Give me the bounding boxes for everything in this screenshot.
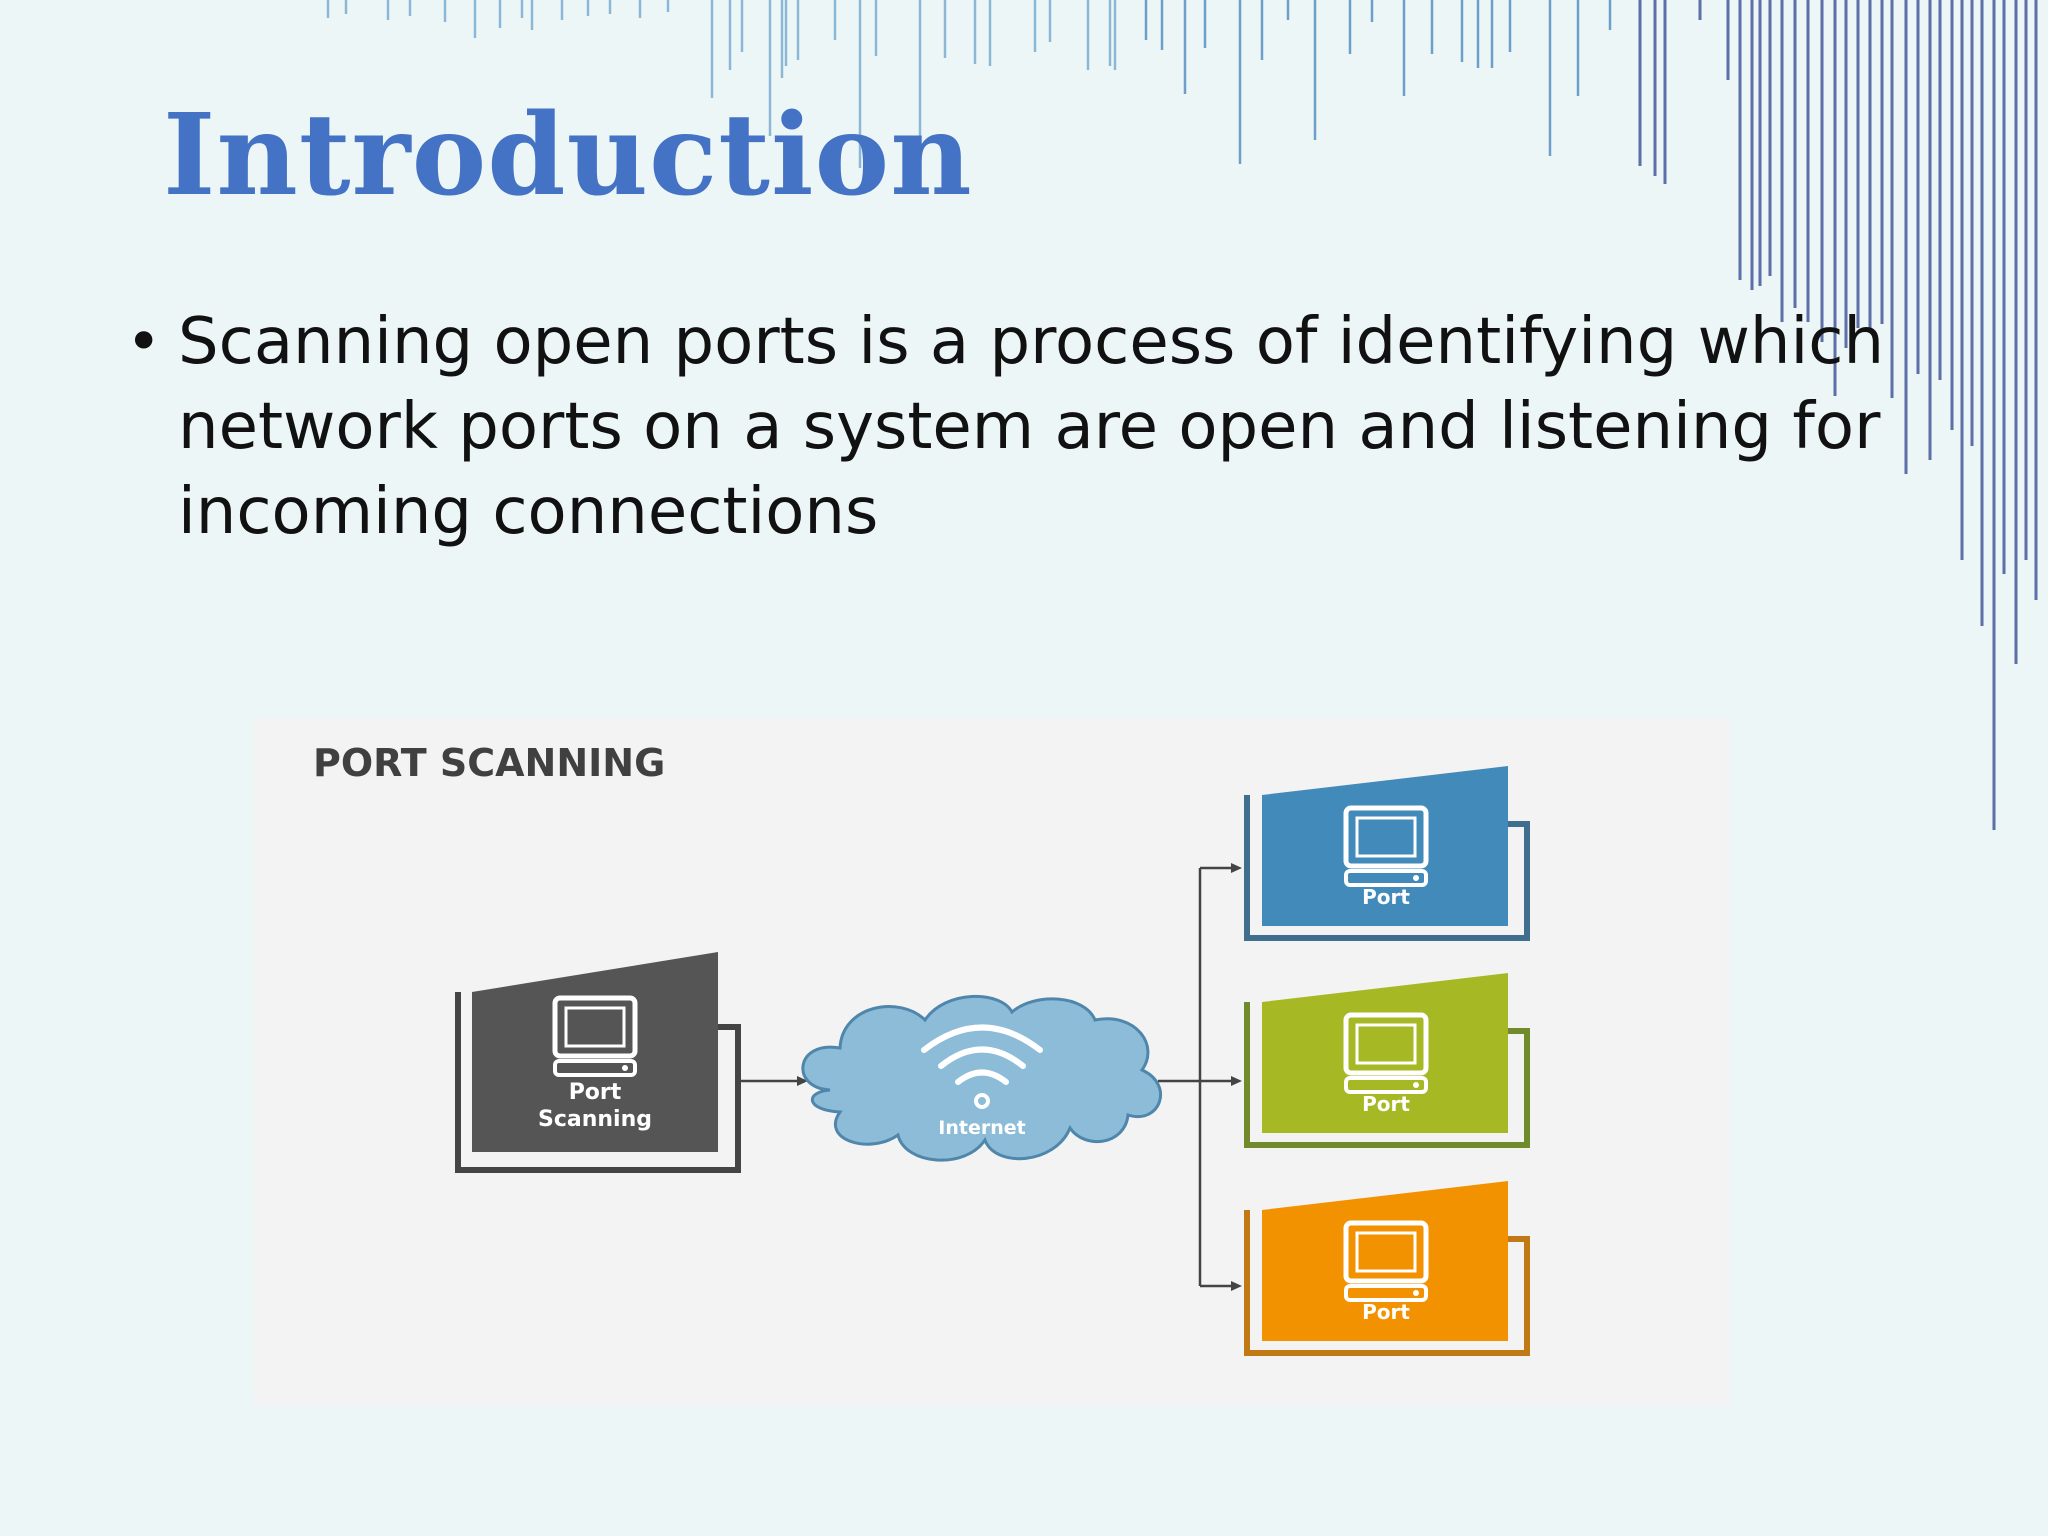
arrow-to-port-2	[1231, 1076, 1242, 1086]
internet-label: Internet	[938, 1117, 1025, 1139]
port-box-3: Port	[1244, 1181, 1530, 1356]
wifi-icon	[921, 1024, 1043, 1109]
bullet-text: Scanning open ports is a process of iden…	[178, 305, 1884, 549]
port-box-card	[1262, 1181, 1508, 1341]
port-scanning-label-line2: Scanning	[538, 1107, 652, 1132]
port-label: Port	[1362, 1300, 1410, 1324]
monitor-icon	[552, 995, 638, 1077]
port-box-1: Port	[1244, 766, 1530, 941]
port-box-2: Port	[1244, 973, 1530, 1148]
bullet-list: • Scanning open ports is a process of id…	[126, 300, 1906, 555]
internet-cloud: Internet	[801, 994, 1162, 1162]
bullet-dot-icon: •	[126, 307, 162, 377]
arrows-to-ports	[1158, 866, 1232, 1288]
monitor-icon	[1343, 1012, 1429, 1094]
arrow-to-port-1	[1231, 863, 1242, 873]
diagram-title: PORT SCANNING	[313, 741, 665, 785]
port-box-frame	[1244, 1210, 1530, 1356]
port-box-frame	[1244, 1002, 1530, 1148]
port-box-card	[1262, 973, 1508, 1133]
port-scanning-box: Port Scanning	[455, 952, 741, 1173]
port-scanning-label-line1: Port	[569, 1080, 622, 1105]
monitor-icon	[1343, 1220, 1429, 1302]
cloud-shape	[801, 994, 1162, 1162]
port-label: Port	[1362, 1092, 1410, 1116]
port-label: Port	[1362, 885, 1410, 909]
arrow-to-internet	[740, 1076, 808, 1086]
bullet-item: • Scanning open ports is a process of id…	[126, 300, 1906, 555]
port-box-frame	[1244, 795, 1530, 941]
port-scanning-box-frame	[455, 992, 741, 1173]
slide-title: Introduction	[163, 90, 973, 221]
arrow-to-port-3	[1231, 1281, 1242, 1291]
port-box-card	[1262, 766, 1508, 926]
monitor-icon	[1343, 805, 1429, 887]
port-scanning-box-card	[472, 952, 718, 1152]
